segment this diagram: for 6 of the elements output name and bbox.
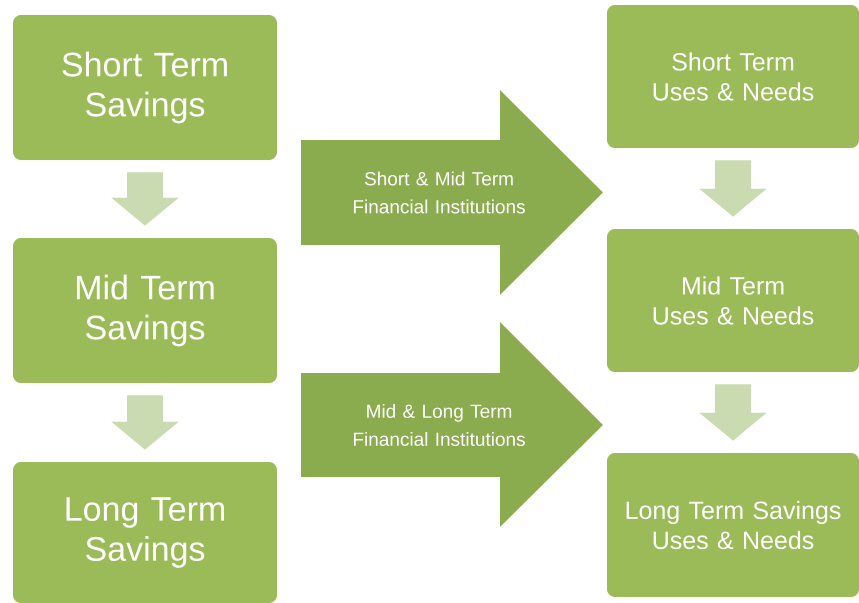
text-box: Long Term Savings [13, 462, 277, 603]
text-box: Short Term Savings [13, 15, 277, 160]
text-box: Long Term Savings Uses & Needs [607, 453, 859, 597]
text-box: Mid Term Uses & Needs [607, 229, 859, 372]
text-box: Mid Term Savings [13, 238, 277, 383]
text-box: Short Term Uses & Needs [607, 5, 859, 148]
